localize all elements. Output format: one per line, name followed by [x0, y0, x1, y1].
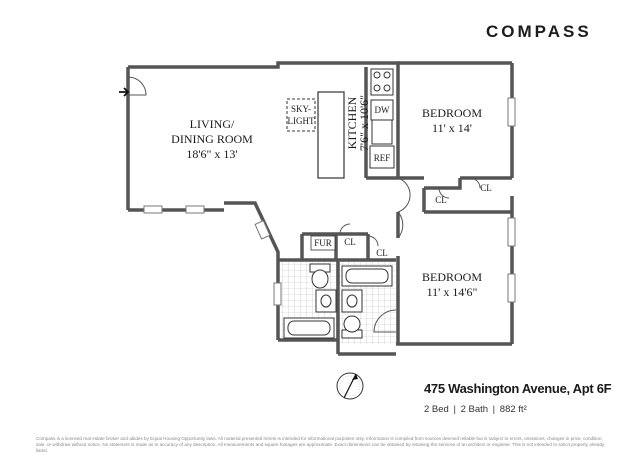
listing-facts: 2 Bed | 2 Bath | 882 ft²: [424, 404, 527, 415]
bath-fixtures: [283, 263, 393, 339]
closet-door: [339, 223, 351, 235]
skylight-label: LIGHT: [288, 116, 315, 126]
kitchen-appliances: [369, 68, 395, 169]
bedroom2-dims: 11' x 14'6": [427, 285, 478, 299]
bedroom2-label: BEDROOM: [422, 270, 482, 284]
living-room-dims: 18'6" x 13': [186, 147, 237, 161]
bedroom1-dims: 11' x 14': [432, 121, 472, 135]
north-compass-icon: [336, 372, 364, 400]
closet-label: CL: [435, 195, 447, 205]
bedroom2-door: [397, 211, 404, 239]
legal-disclaimer: Compass is a licensed real estate broker…: [36, 436, 605, 453]
sink: [371, 119, 393, 145]
bedroom1-label: BEDROOM: [422, 106, 482, 120]
living-room-label: DINING ROOM: [171, 132, 253, 146]
compass-logo: COMPASS: [486, 22, 592, 41]
closet-label: CL: [480, 183, 492, 193]
closet-label: CL: [376, 248, 388, 258]
toilet-bowl: [343, 315, 361, 333]
entry-door: [127, 76, 147, 96]
closet-label: CL: [344, 237, 356, 247]
kitchen-dims: 7'6" x 10'6": [357, 95, 371, 151]
furnace-box: [310, 235, 336, 251]
dishwasher-label: DW: [375, 105, 390, 115]
kitchen-label: KITCHEN: [345, 96, 359, 149]
skylight-label: SKY-: [291, 104, 311, 114]
closet-door: [469, 177, 481, 189]
living-room-label: LIVING/: [190, 117, 235, 131]
bath2-door: [373, 309, 397, 333]
refrigerator: [369, 145, 395, 169]
toilet-bowl: [311, 269, 329, 289]
area-size: 882 ft²: [499, 404, 527, 415]
listing-address: 475 Washington Avenue, Apt 6F: [424, 381, 612, 396]
closet-door: [367, 235, 379, 247]
bedroom1-door: [397, 177, 411, 213]
kitchen-island: [317, 91, 345, 179]
windows: [143, 97, 516, 306]
baths-count: 2 Bath: [460, 404, 489, 415]
beds-count: 2 Bed: [424, 404, 449, 415]
entry-arrow-icon: [119, 87, 130, 97]
closet-door: [438, 187, 450, 199]
refrigerator-label: REF: [374, 153, 391, 163]
furnace-label: FUR: [314, 238, 332, 248]
